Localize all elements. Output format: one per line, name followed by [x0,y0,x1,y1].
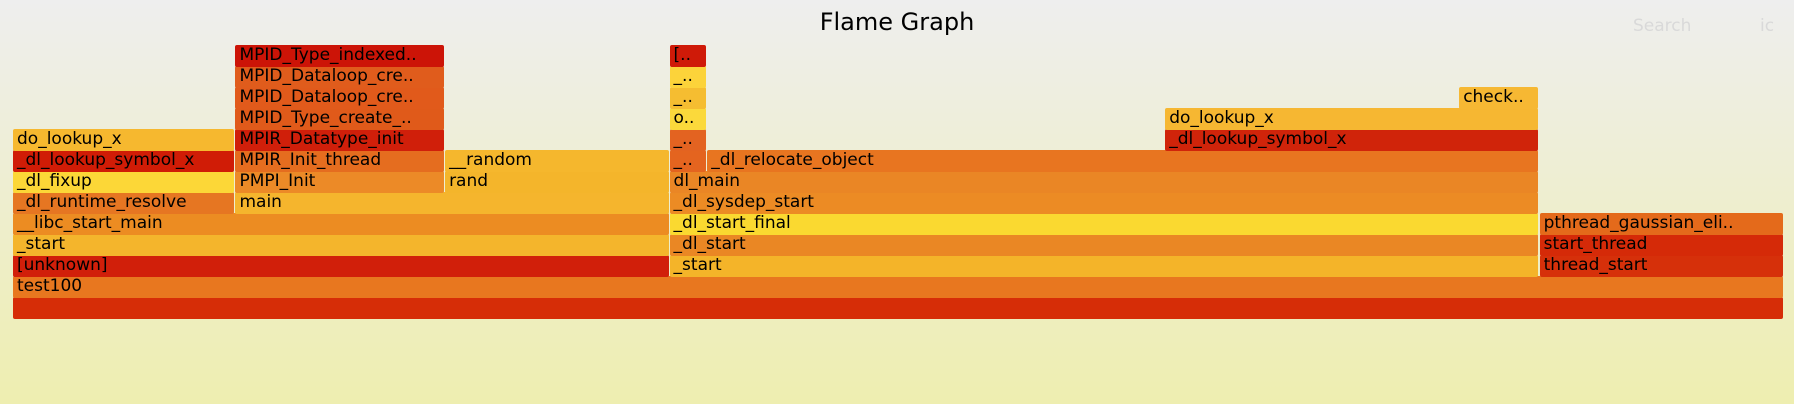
flame-frame[interactable]: _.. [669,129,707,151]
flame-frame[interactable]: _.. [669,150,707,172]
flame-frame[interactable]: MPID_Dataloop_cre.. [235,87,445,109]
flame-frame[interactable]: main [235,192,669,214]
flame-frame[interactable]: o.. [669,108,707,130]
flame-frame[interactable]: check.. [1459,87,1538,109]
flame-frame[interactable]: start_thread [1539,234,1783,256]
flame-frame[interactable]: _start [669,255,1538,277]
flame-frame[interactable]: _.. [669,66,707,88]
flame-frame[interactable]: thread_start [1539,255,1783,277]
ignore-case-toggle[interactable]: ic [1760,16,1775,36]
flame-frame[interactable]: [.. [669,45,707,67]
flame-frame[interactable]: _.. [669,87,707,109]
flame-frame[interactable]: _dl_lookup_symbol_x [13,150,235,172]
flame-frame[interactable]: MPIR_Datatype_init [235,129,445,151]
flame-frame[interactable]: __libc_start_main [13,213,669,235]
flame-frame[interactable] [13,297,1783,319]
flame-frame[interactable]: [unknown] [13,255,669,277]
flame-frame[interactable]: _dl_lookup_symbol_x [1165,129,1538,151]
flame-frame[interactable]: MPID_Type_indexed.. [235,45,445,67]
chart-title: Flame Graph [819,8,975,36]
flame-frame[interactable]: _dl_start_final [669,213,1538,235]
flame-frame[interactable]: pthread_gaussian_eli.. [1539,213,1783,235]
flame-frame[interactable]: _start [13,234,669,256]
flame-frame[interactable]: test100 [13,276,1783,298]
flame-frame[interactable]: MPID_Type_create_.. [235,108,445,130]
flame-frame[interactable]: MPIR_Init_thread [235,150,445,172]
flame-frame[interactable]: _dl_fixup [13,171,235,193]
flame-frame[interactable]: PMPI_Init [235,171,445,193]
flame-frame[interactable]: _dl_relocate_object [707,150,1538,172]
flame-frame[interactable]: do_lookup_x [13,129,235,151]
search-button[interactable]: Search [1633,16,1692,36]
flame-frame[interactable]: __random [445,150,669,172]
flame-frame[interactable]: do_lookup_x [1165,108,1538,130]
flame-frame[interactable]: MPID_Dataloop_cre.. [235,66,445,88]
flame-frame[interactable]: dl_main [669,171,1538,193]
flame-frame[interactable]: _dl_runtime_resolve [13,192,235,214]
flame-frame[interactable]: rand [445,171,669,193]
flame-frame[interactable]: _dl_sysdep_start [669,192,1538,214]
flame-frame[interactable]: _dl_start [669,234,1538,256]
